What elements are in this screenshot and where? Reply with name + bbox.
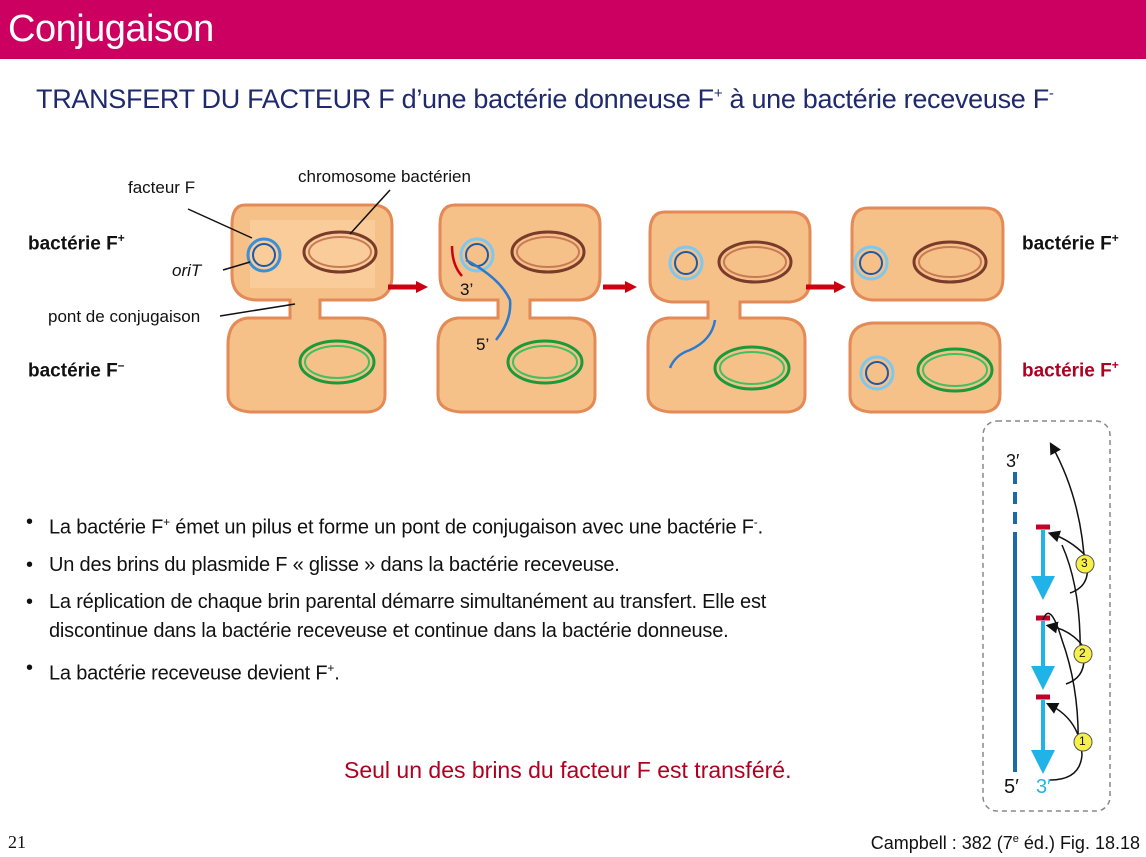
bullet-item: La bactérie receveuse devient F+. — [22, 654, 862, 689]
panel-2-cells — [436, 203, 602, 414]
reference-sup: e — [1012, 833, 1019, 845]
label-left-top: bactérie F+ — [28, 231, 125, 255]
panel-3-cells — [646, 210, 812, 414]
subtitle-sup-plus: + — [713, 85, 723, 102]
bullet-text: . — [334, 662, 340, 685]
label-right-bottom-text: bactérie F — [1022, 360, 1112, 382]
label-pont: pont de conjugaison — [48, 307, 201, 326]
label-right-top-text: bactérie F — [1022, 233, 1112, 255]
replication-top-label: 3′ — [1006, 451, 1020, 471]
label-right-top: bactérie F+ — [1022, 231, 1119, 255]
label-left-top-sup: + — [117, 231, 125, 245]
label-right-top-sup: + — [1111, 231, 1119, 245]
label-left-bottom-sup: – — [117, 358, 125, 372]
label-5prime: 5’ — [476, 335, 490, 354]
panel-4-cells — [848, 206, 1005, 414]
replication-diagram — [982, 420, 1111, 812]
reference-text: Campbell : 382 (7 — [870, 833, 1013, 853]
subtitle-text: TRANSFERT DU FACTEUR F d’une bactérie do… — [36, 84, 714, 114]
bullet-text: émet un pilus et forme un pont de conjug… — [169, 516, 754, 539]
subtitle-sup-minus: - — [1048, 85, 1054, 102]
label-orit: oriT — [172, 261, 202, 280]
panel-1-cells — [226, 203, 394, 414]
bullet-list: La bactérie F+ émet un pilus et forme un… — [22, 508, 862, 696]
reference: Campbell : 382 (7e éd.) Fig. 18.18 — [871, 833, 1140, 854]
label-left-bottom: bactérie F– — [28, 358, 124, 382]
bullet-item: La bactérie F+ émet un pilus et forme un… — [22, 508, 862, 543]
label-left-top-text: bactérie F — [28, 233, 118, 255]
label-right-bottom: bactérie F+ — [1022, 358, 1119, 382]
bullet-sup: + — [163, 515, 170, 529]
title-bar: Conjugaison — [0, 0, 1146, 59]
bullet-text: . — [757, 516, 764, 539]
step-1-number: 1 — [1079, 734, 1086, 748]
label-facteur-f: facteur F — [128, 178, 196, 197]
reference-text-end: éd.) Fig. 18.18 — [1018, 833, 1140, 853]
conclusion-text: Seul un des brins du facteur F est trans… — [344, 757, 792, 783]
bullet-sup: + — [327, 660, 335, 675]
bullet-text: Un des brins du plasmide F « glisse » da… — [49, 553, 620, 576]
bullet-item: La réplication de chaque brin parental d… — [22, 588, 862, 646]
bullet-text: La bactérie F — [49, 516, 164, 539]
subtitle-text-middle: à une bactérie receveuse F — [722, 84, 1050, 114]
slide-title: Conjugaison — [8, 8, 214, 50]
bullet-sup: - — [753, 515, 758, 529]
step-2-number: 2 — [1079, 646, 1086, 660]
replication-bottom-left-label: 5′ — [1004, 776, 1019, 798]
label-3prime: 3’ — [460, 280, 474, 299]
bullet-text: La bactérie receveuse devient F — [49, 662, 328, 685]
label-chromosome: chromosome bactérien — [298, 167, 471, 186]
label-left-bottom-text: bactérie F — [28, 360, 118, 382]
replication-bottom-right-label: 3′ — [1036, 776, 1051, 798]
page-number: 21 — [8, 832, 26, 852]
slide-subtitle: TRANSFERT DU FACTEUR F d’une bactérie do… — [36, 84, 1054, 115]
bullet-item: Un des brins du plasmide F « glisse » da… — [22, 551, 862, 580]
step-3-number: 3 — [1081, 556, 1088, 570]
label-right-bottom-sup: + — [1111, 358, 1119, 372]
bullet-text: La réplication de chaque brin parental d… — [49, 590, 767, 642]
